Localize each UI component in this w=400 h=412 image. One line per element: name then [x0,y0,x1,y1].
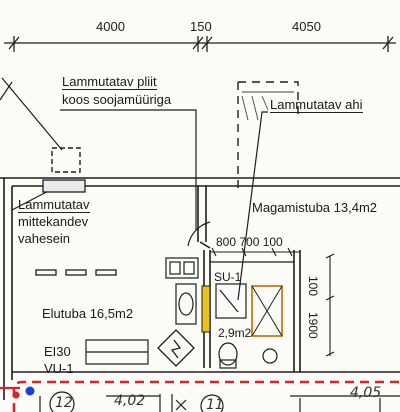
fire-door-code-label: VU-1 [44,361,74,376]
kitchen-block [165,257,199,325]
removable-oven-outline [237,81,299,190]
leader-lines [0,77,268,301]
vertical-dim-b-label: 1900 [306,312,320,339]
top-dimension-line [4,36,396,52]
note-oven: Lammutatav ahi [270,97,363,113]
removable-partition [35,179,117,276]
note-stove-line1: Lammutatav pliit [62,74,157,90]
dim-top-left: 4000 [96,19,125,34]
blue-marker [25,386,35,396]
room-bedroom-label: Magamistuba 13,4m2 [252,200,378,215]
oven-hatch [241,91,294,121]
axis-mark-12: 12 [55,395,73,411]
axis-mark-11: 11 [206,397,224,412]
red-fire-boundary [12,380,400,412]
fire-door-class-label: EI30 [44,344,71,359]
note-partition-line2: mittekandev [18,214,89,229]
dim-top-right: 4050 [292,19,321,34]
vertical-dimension [325,253,335,357]
stove-chimney-outline [51,147,81,173]
bottom-dim-left: 4,02 [114,393,146,409]
note-partition-line1: Lammutatav [18,197,90,213]
room-living-label: Elutuba 16,5m2 [42,306,134,321]
shower-frame [251,285,283,337]
wc-room [210,261,294,369]
wc-area-label: 2,9m2 [218,326,252,340]
inline-dimension [210,247,300,257]
sink [262,348,278,364]
bottom-axis-row [39,391,400,412]
dim-top-middle: 150 [190,19,212,34]
note-partition-line3: vahesein [18,231,71,246]
fire-door [85,339,149,365]
note-stove-line2: koos soojamüüriga [62,92,172,107]
inline-widths-label: 800 700 100 [216,235,283,249]
ventilation-shaft [201,285,211,333]
red-marker [12,391,20,399]
wc-code-label: SU-1 [214,270,242,284]
electrical-panel [157,329,195,367]
bottom-dim-right: 4,05 [350,385,382,401]
vertical-dim-a-label: 100 [306,276,320,297]
door-swing [187,221,211,247]
